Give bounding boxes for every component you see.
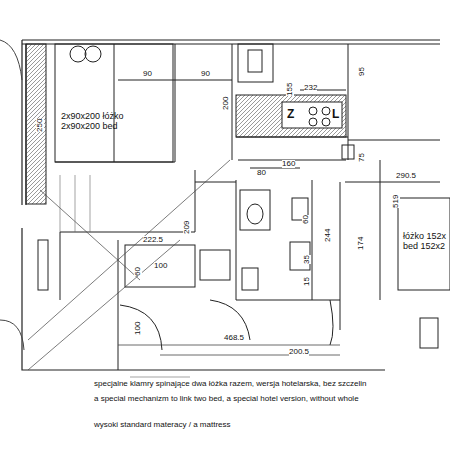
dimension: 90: [143, 70, 152, 78]
dimension: 75: [358, 153, 366, 162]
dimension: 222.5: [143, 236, 163, 244]
burner-mark: Z: [287, 108, 294, 120]
dimension: 60: [302, 215, 310, 224]
burner-mark: L: [332, 108, 339, 120]
dimension: 35: [303, 255, 311, 264]
bed-label: łóżko 152x: [403, 231, 447, 241]
note-text: specjalne klamry spinające dwa łóżka raz…: [94, 380, 367, 388]
dimension: 250: [36, 119, 44, 132]
bed-area: łóżko 152xbed 152x2: [400, 228, 450, 255]
dimension: 290.5: [396, 172, 416, 180]
dimension: 160: [282, 160, 295, 168]
dimension: 244: [324, 229, 332, 242]
dimension: 100: [154, 262, 167, 270]
dimension: 100: [134, 322, 142, 335]
dimension: 95: [358, 67, 366, 76]
note-text: wysoki standard materacy / a mattress: [94, 421, 231, 429]
dimension: 155: [286, 83, 294, 96]
dimension: 174: [357, 237, 365, 250]
dimension: 80: [257, 169, 266, 177]
dimension: 232: [304, 84, 317, 92]
dimension: 519: [392, 195, 400, 208]
bed-label: bed 152x2: [403, 241, 447, 251]
dimension: 15: [303, 277, 311, 286]
note-text: a special mechanizm to link two bed, a s…: [94, 395, 359, 403]
bed-area: 2x90x200 łóżko2x90x200 bed: [58, 108, 170, 135]
dimension: 468.5: [224, 334, 244, 342]
bed-label: 2x90x200 łóżko: [61, 111, 167, 121]
dimension: 209: [183, 221, 191, 234]
dimension: 60: [134, 267, 142, 276]
dimension: 200.5: [289, 348, 309, 356]
dimension: 200: [222, 97, 230, 110]
bed-label: 2x90x200 bed: [61, 121, 167, 131]
dimension: 90: [201, 70, 210, 78]
